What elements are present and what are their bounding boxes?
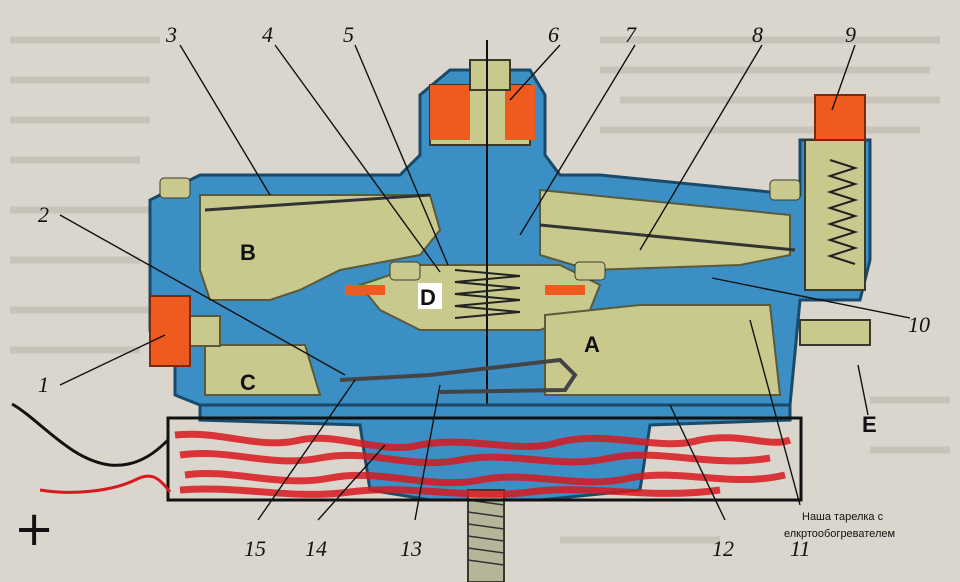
bottom-stud [467, 489, 505, 582]
lever [339, 357, 578, 394]
regulator-housing [148, 40, 872, 582]
zone-d: D [420, 285, 436, 310]
heater-annotation: Наша тарелка с елкртообогревателем + [14, 501, 895, 557]
callout-7: 7 [625, 22, 637, 47]
callout-12: 12 [712, 536, 734, 561]
callout-11: 11 [790, 536, 810, 561]
zone-e: E [862, 412, 877, 437]
callout-13: 13 [400, 536, 422, 561]
chamber-upper-right [539, 188, 791, 272]
zone-b: B [240, 240, 256, 265]
zone-a: A [584, 332, 600, 357]
zone-c: C [240, 370, 256, 395]
callout-labels: 1 2 3 4 5 6 7 8 9 10 11 12 13 14 15 [38, 22, 930, 561]
black-wire [11, 402, 170, 467]
plus-sign: + [14, 501, 54, 557]
heater-plate-scribble [174, 430, 792, 498]
leader-lines [59, 44, 911, 521]
callout-3: 3 [165, 22, 177, 47]
callout-4: 4 [262, 22, 273, 47]
callout-6: 6 [548, 22, 559, 47]
chamber-b [199, 194, 442, 301]
annotation-line-1: Наша тарелка с [802, 511, 884, 523]
inlet-fitting [149, 295, 191, 367]
right-valve-cap [814, 94, 866, 141]
callout-10: 10 [908, 312, 930, 337]
chamber-a [544, 304, 782, 396]
chamber-c [204, 344, 322, 396]
callout-9: 9 [845, 22, 856, 47]
callout-5: 5 [343, 22, 354, 47]
diaphragm-spring [454, 269, 521, 319]
callout-2: 2 [38, 202, 49, 227]
outlet-pipe [799, 319, 871, 346]
bottom-cover [198, 403, 792, 582]
callout-14: 14 [305, 536, 327, 561]
callout-1: 1 [38, 372, 49, 397]
right-spring [826, 159, 859, 265]
callout-8: 8 [752, 22, 763, 47]
callout-15: 15 [244, 536, 266, 561]
zone-labels: A B C D E [240, 240, 877, 437]
red-wire [39, 474, 172, 494]
top-nut [469, 59, 511, 91]
heater-plate-highlight-box [166, 416, 803, 502]
annotation-line-2: елкртообогревателем [784, 528, 895, 540]
